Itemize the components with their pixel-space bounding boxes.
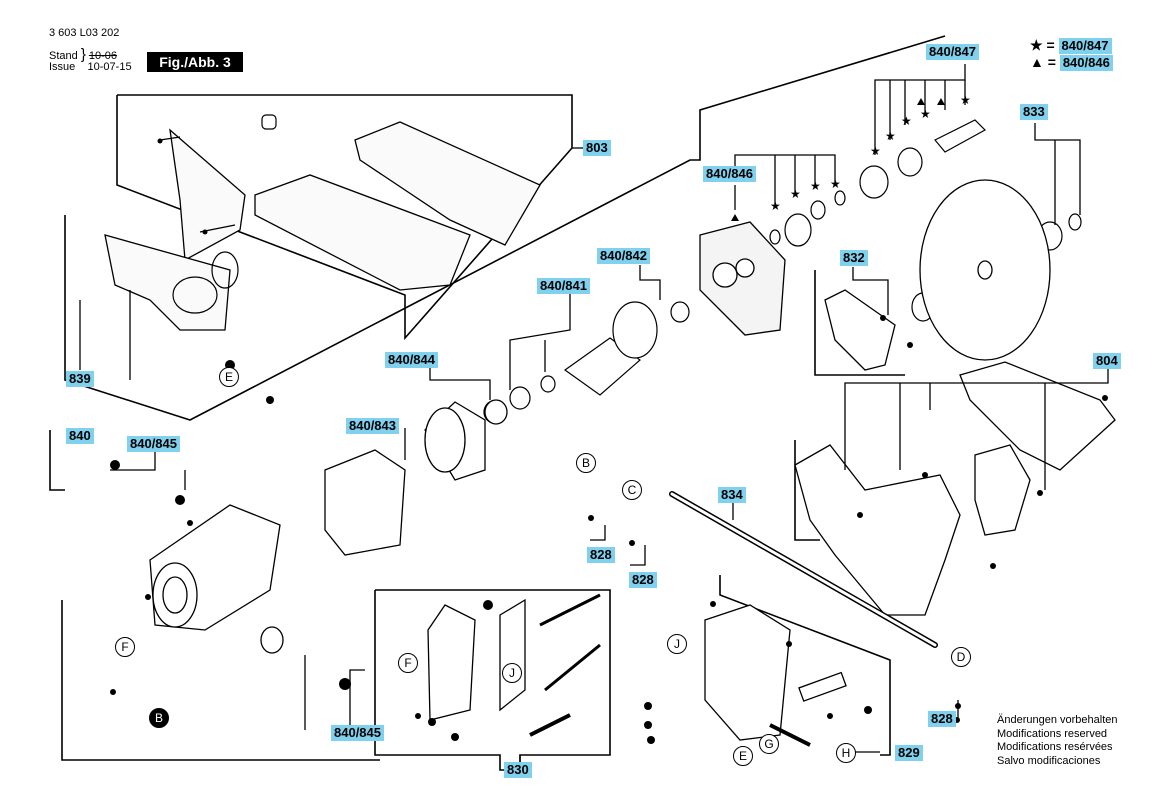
legend-star-ref: 840/847 <box>1058 38 1112 54</box>
armature-fan-shape <box>612 301 658 359</box>
triangle-symbol: ▲ = <box>1030 54 1056 70</box>
note-en: Modifications reserved <box>997 727 1108 740</box>
frame-829 <box>719 575 891 756</box>
guard-bracket-shape <box>354 121 541 246</box>
part-label-833[interactable]: 833 <box>1020 104 1048 120</box>
svg-text:★: ★ <box>870 144 881 158</box>
note-fr: Modifications resérvées <box>997 741 1113 753</box>
issue-row: Issue 10-07-15 <box>49 62 132 73</box>
issue-label: Issue <box>49 61 76 73</box>
callout-f-right: F <box>398 653 418 673</box>
star-symbol: ★ = <box>1030 37 1055 53</box>
frame-803 <box>116 94 573 341</box>
callout-j-right: J <box>667 634 687 654</box>
field-coil-shape <box>324 449 406 556</box>
part-label-840-844[interactable]: 840/844 <box>385 352 438 368</box>
frame-840-motor <box>61 600 380 761</box>
note-de: Änderungen vorbehalten <box>997 714 1118 726</box>
part-label-829[interactable]: 829 <box>895 745 923 761</box>
callout-b-black: B <box>149 708 169 728</box>
frame-840-upper <box>64 35 946 421</box>
gear-housing-shape <box>699 221 786 336</box>
blade-guard-839-shape <box>104 234 231 331</box>
svg-text:★: ★ <box>810 179 821 193</box>
stand-row: Stand } 10-06 <box>49 46 118 63</box>
modification-notes: Änderungen vorbehalten Modifications res… <box>997 714 1117 768</box>
stand-label: Stand <box>49 50 78 62</box>
frame-830 <box>374 589 611 771</box>
blade-guard-left-shape <box>169 128 246 262</box>
part-label-840-845-bottom[interactable]: 840/845 <box>331 725 384 741</box>
legend-triangle-ref: 840/846 <box>1059 55 1113 71</box>
callout-j-left: J <box>502 663 522 683</box>
svg-text:★: ★ <box>920 107 931 121</box>
bracket-829-shape <box>704 604 791 741</box>
part-label-828-a[interactable]: 828 <box>587 547 615 563</box>
part-label-803[interactable]: 803 <box>583 140 611 156</box>
blade-guard-cover-shape <box>254 174 471 291</box>
part-label-840-845-top[interactable]: 840/845 <box>127 436 180 452</box>
callout-e-top: E <box>219 367 239 387</box>
lower-guard-shape <box>794 361 1116 616</box>
part-label-840-843[interactable]: 840/843 <box>346 418 399 434</box>
part-label-834[interactable]: 834 <box>718 487 746 503</box>
svg-text:★: ★ <box>885 129 896 143</box>
guard-ring-shape <box>172 276 218 314</box>
saw-blade-shape <box>919 179 1051 361</box>
callout-h: H <box>836 743 856 763</box>
issue-date: 10-07-15 <box>87 61 132 73</box>
frame-832 <box>814 270 905 376</box>
bracket-832-shape <box>824 289 896 371</box>
part-label-839[interactable]: 839 <box>66 371 94 387</box>
part-label-840-842[interactable]: 840/842 <box>597 248 650 264</box>
callout-f-left: F <box>115 637 135 657</box>
retaining-ring-shape <box>211 251 239 289</box>
frame-840-left <box>49 430 65 491</box>
svg-text:★: ★ <box>901 114 912 128</box>
legend-triangle: ▲ = 840/846 <box>1030 53 1113 71</box>
part-label-828-c[interactable]: 828 <box>928 711 956 727</box>
svg-text:★: ★ <box>960 93 971 107</box>
note-es: Salvo modificaciones <box>997 754 1101 767</box>
part-label-840-841[interactable]: 840/841 <box>537 278 590 294</box>
callout-d: D <box>951 647 971 667</box>
part-label-804[interactable]: 804 <box>1093 353 1121 369</box>
revision-block: Stand } 10-06 Issue 10-07-15 <box>49 46 132 73</box>
part-label-830[interactable]: 830 <box>504 762 532 778</box>
part-label-840-846[interactable]: 840/846 <box>703 166 756 182</box>
svg-text:★: ★ <box>830 177 841 191</box>
bracket-plate-830-shape <box>427 604 476 721</box>
part-label-832[interactable]: 832 <box>840 250 868 266</box>
frame-804 <box>794 440 820 541</box>
callout-e-bottom: E <box>733 746 753 766</box>
callout-g: G <box>759 734 779 754</box>
document-number: 3 603 L03 202 <box>49 27 120 39</box>
callout-c: C <box>622 480 642 500</box>
legend-star: ★ = 840/847 <box>1030 36 1112 54</box>
callout-b-right: B <box>576 453 596 473</box>
part-label-828-b[interactable]: 828 <box>629 572 657 588</box>
svg-text:★: ★ <box>770 199 781 213</box>
part-label-840[interactable]: 840 <box>66 428 94 444</box>
svg-text:★: ★ <box>790 187 801 201</box>
stand-date: 10-06 <box>88 50 118 62</box>
part-label-840-847[interactable]: 840/847 <box>926 44 979 60</box>
figure-label: Fig./Abb. 3 <box>147 52 243 72</box>
